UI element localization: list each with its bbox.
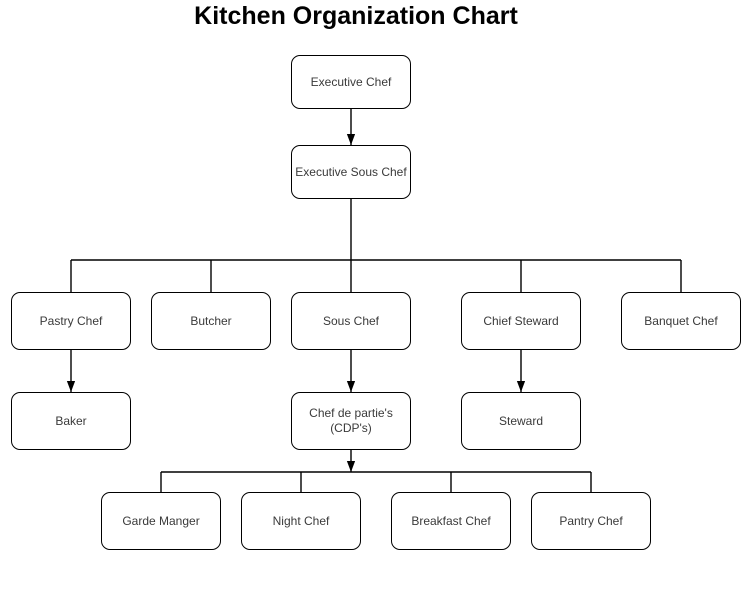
node-label: Pastry Chef — [39, 313, 103, 328]
node-label: Butcher — [190, 313, 232, 328]
node-label: Executive Chef — [310, 74, 392, 89]
node-label: Chief Steward — [483, 313, 559, 328]
node-label: Banquet Chef — [644, 313, 718, 328]
node-label: Chef de partie's (CDP's) — [309, 406, 393, 435]
node-pantry-chef: Pantry Chef — [531, 492, 651, 550]
node-baker: Baker — [11, 392, 131, 450]
node-breakfast-chef: Breakfast Chef — [391, 492, 511, 550]
chart-title: Kitchen Organization Chart — [194, 2, 518, 30]
node-night-chef: Night Chef — [241, 492, 361, 550]
node-garde-manger: Garde Manger — [101, 492, 221, 550]
node-butcher: Butcher — [151, 292, 271, 350]
node-label: Night Chef — [272, 513, 330, 528]
node-label: Sous Chef — [322, 313, 380, 328]
node-chief-steward: Chief Steward — [461, 292, 581, 350]
node-chef-de-partie: Chef de partie's (CDP's) — [291, 392, 411, 450]
node-executive-chef: Executive Chef — [291, 55, 411, 109]
node-pastry-chef: Pastry Chef — [11, 292, 131, 350]
node-label: Breakfast Chef — [411, 513, 491, 528]
node-label: Steward — [498, 413, 544, 428]
node-label: Garde Manger — [122, 513, 200, 528]
node-label: Pantry Chef — [559, 513, 623, 528]
node-steward: Steward — [461, 392, 581, 450]
node-banquet-chef: Banquet Chef — [621, 292, 741, 350]
node-executive-sous-chef: Executive Sous Chef — [291, 145, 411, 199]
node-sous-chef: Sous Chef — [291, 292, 411, 350]
node-label: Baker — [55, 413, 87, 428]
node-label: Executive Sous Chef — [295, 164, 407, 179]
